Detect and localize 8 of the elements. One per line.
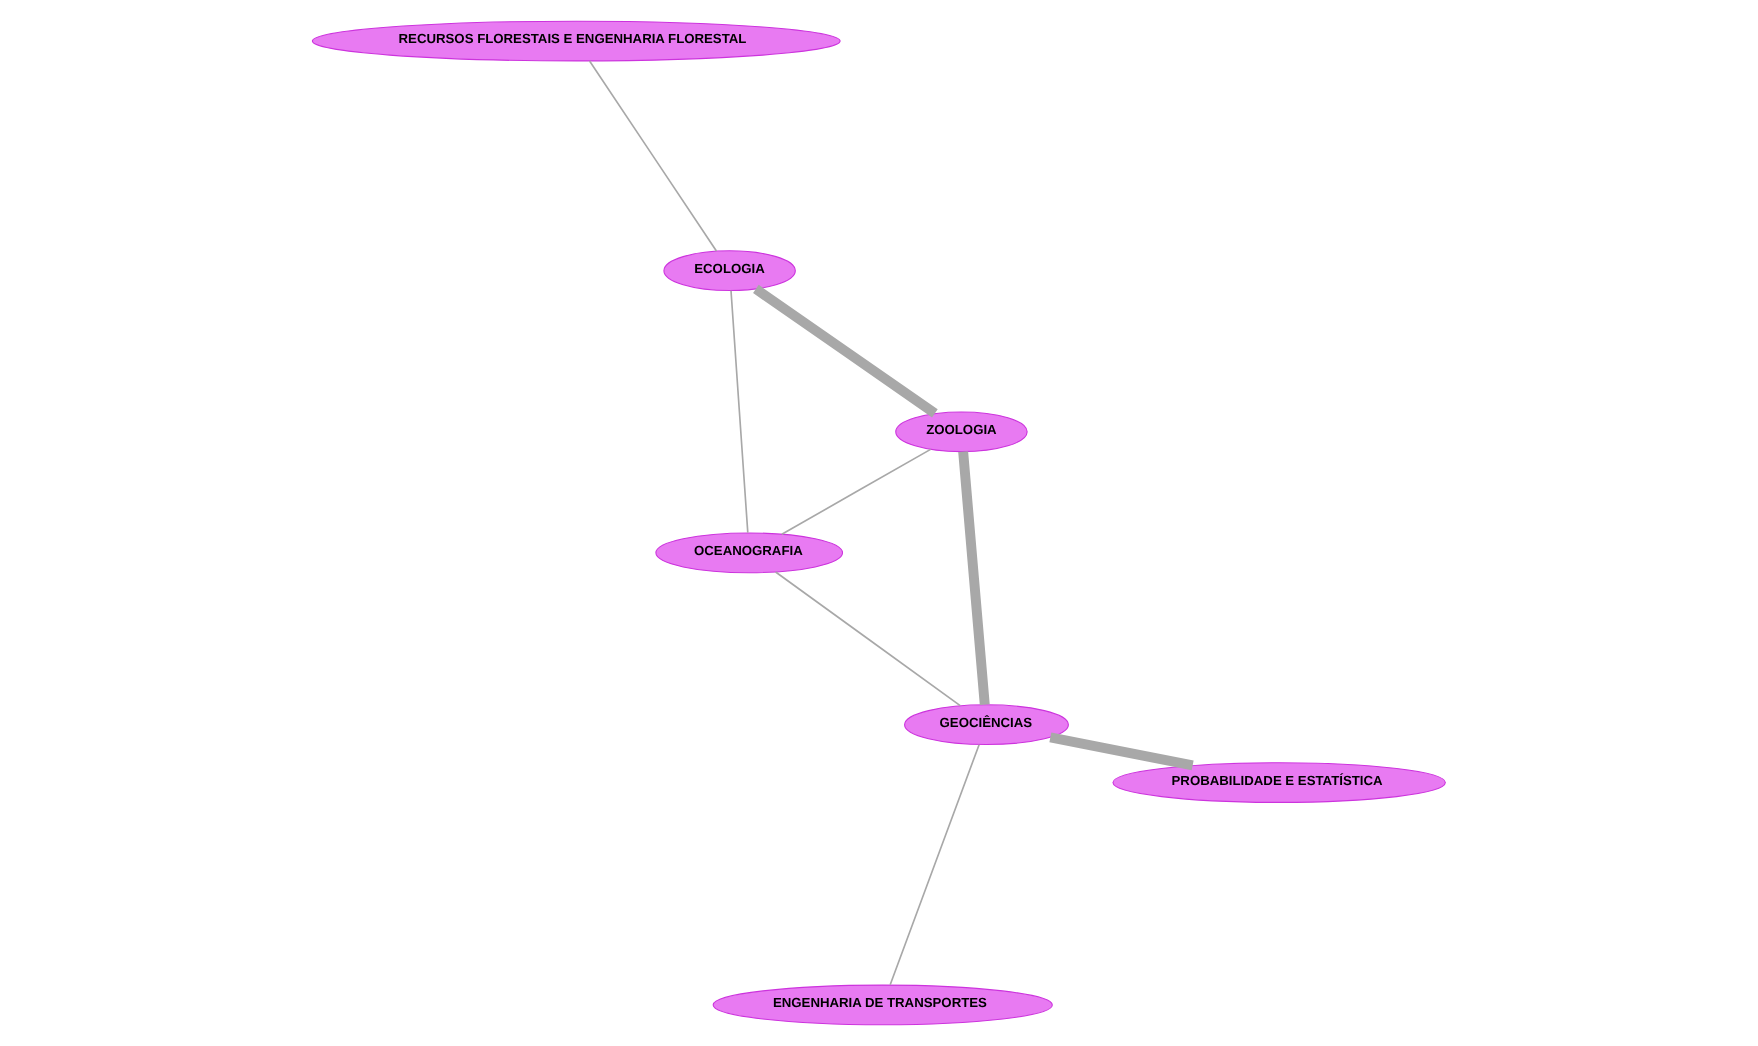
connector (958, 451, 990, 705)
connector (774, 571, 961, 707)
connector (753, 284, 938, 418)
connector (588, 60, 718, 252)
connector (889, 743, 980, 986)
connector (730, 289, 749, 534)
connector (1049, 732, 1194, 771)
connector (781, 448, 932, 536)
